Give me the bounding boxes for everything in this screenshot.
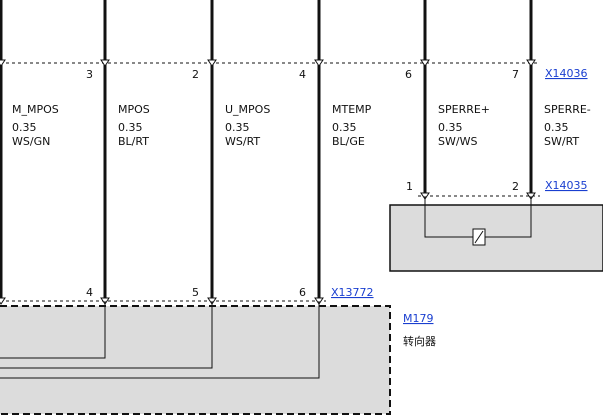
pin-top-1: 3 — [86, 68, 93, 81]
svg-text:BL/GE: BL/GE — [332, 135, 365, 148]
pin-relay-1: 1 — [406, 180, 413, 193]
svg-text:0.35: 0.35 — [438, 121, 463, 134]
wire-label-sperre-plus: SPERRE+ 0.35 SW/WS — [438, 103, 490, 148]
pin-relay-2: 2 — [512, 180, 519, 193]
component-label: 转向器 — [403, 334, 436, 348]
component-m179-box — [0, 305, 391, 415]
svg-text:WS/GN: WS/GN — [12, 135, 50, 148]
m179-internal-wire-1 — [0, 301, 106, 359]
component-link-m179[interactable]: M179 — [403, 312, 434, 325]
svg-text:0.35: 0.35 — [12, 121, 37, 134]
wire-label-mtemp: MTEMP 0.35 BL/GE — [332, 103, 372, 148]
svg-text:M_MPOS: M_MPOS — [12, 103, 59, 116]
pin-markers-top — [0, 59, 536, 67]
pin-bottom-1: 4 — [86, 286, 93, 299]
pin-top-3: 4 — [299, 68, 306, 81]
wire-label-mpos: MPOS 0.35 BL/RT — [118, 103, 150, 148]
svg-text:MTEMP: MTEMP — [332, 103, 372, 116]
svg-text:0.35: 0.35 — [225, 121, 250, 134]
svg-text:SW/RT: SW/RT — [544, 135, 579, 148]
svg-text:SPERRE+: SPERRE+ — [438, 103, 490, 116]
connector-link-x14036[interactable]: X14036 — [545, 67, 588, 80]
pin-top-6: 7 — [512, 68, 519, 81]
m179-internal-wire-2 — [0, 301, 213, 369]
lock-solenoid-icon — [472, 228, 486, 246]
svg-text:BL/RT: BL/RT — [118, 135, 149, 148]
pin-bottom-3: 6 — [299, 286, 306, 299]
connector-link-x13772[interactable]: X13772 — [331, 286, 374, 299]
svg-text:0.35: 0.35 — [544, 121, 569, 134]
pin-bottom-2: 5 — [192, 286, 199, 299]
connector-link-x14035[interactable]: X14035 — [545, 179, 588, 192]
svg-text:WS/RT: WS/RT — [225, 135, 260, 148]
component-lock-box — [389, 204, 603, 272]
svg-text:MPOS: MPOS — [118, 103, 150, 116]
m179-internal-wire-3 — [0, 301, 320, 379]
wire-label-u-mpos: U_MPOS 0.35 WS/RT — [225, 103, 270, 148]
pin-top-2: 2 — [192, 68, 199, 81]
wire-label-sperre-minus: SPERRE- 0.35 SW/RT — [544, 103, 591, 148]
wire-label-m-mpos: M_MPOS 0.35 WS/GN — [12, 103, 59, 148]
svg-text:0.35: 0.35 — [332, 121, 357, 134]
pin-top-4: 6 — [405, 68, 412, 81]
svg-text:SPERRE-: SPERRE- — [544, 103, 591, 116]
svg-text:0.35: 0.35 — [118, 121, 143, 134]
svg-text:SW/WS: SW/WS — [438, 135, 477, 148]
svg-text:U_MPOS: U_MPOS — [225, 103, 270, 116]
